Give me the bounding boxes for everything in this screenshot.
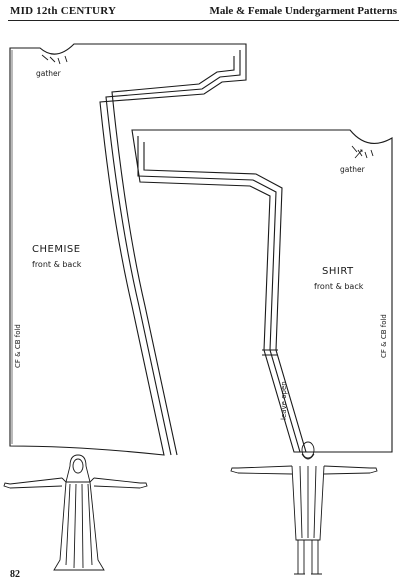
shirt-gather-arrow [354, 149, 363, 159]
chemise-fold-label: CF & CB fold [14, 324, 22, 368]
shirt-gather-ticks [351, 145, 374, 159]
shirt-opening-label: leave open [280, 381, 288, 420]
chemise-subtitle: front & back [32, 260, 82, 269]
page-number: 82 [10, 569, 20, 580]
header-left-title: MID 12th CENTURY [10, 5, 117, 17]
header-right-title: Male & Female Undergarment Patterns [209, 5, 397, 17]
shirt-outline [131, 129, 393, 453]
shirt-seam-allowance-1 [137, 136, 301, 453]
male-figure-illustration [230, 441, 378, 575]
shirt-gather-label: gather [340, 165, 366, 174]
female-figure-illustration [3, 454, 148, 571]
header-rule [8, 20, 399, 21]
chemise-seam-allowance-1 [105, 50, 241, 456]
shirt-title: SHIRT [322, 266, 354, 277]
shirt-opening-ticks [262, 349, 278, 356]
chemise-gather-ticks [41, 54, 68, 65]
chemise-outline [9, 43, 247, 456]
chemise-gather-label: gather [36, 69, 62, 78]
chemise-title: CHEMISE [32, 244, 81, 255]
shirt-seam-allowance-2 [143, 142, 307, 453]
page-header: MID 12th CENTURY Male & Female Undergarm… [0, 0, 407, 22]
shirt-subtitle: front & back [314, 282, 364, 291]
chemise-seam-allowance-2 [111, 56, 235, 456]
shirt-fold-label: CF & CB fold [380, 314, 388, 358]
